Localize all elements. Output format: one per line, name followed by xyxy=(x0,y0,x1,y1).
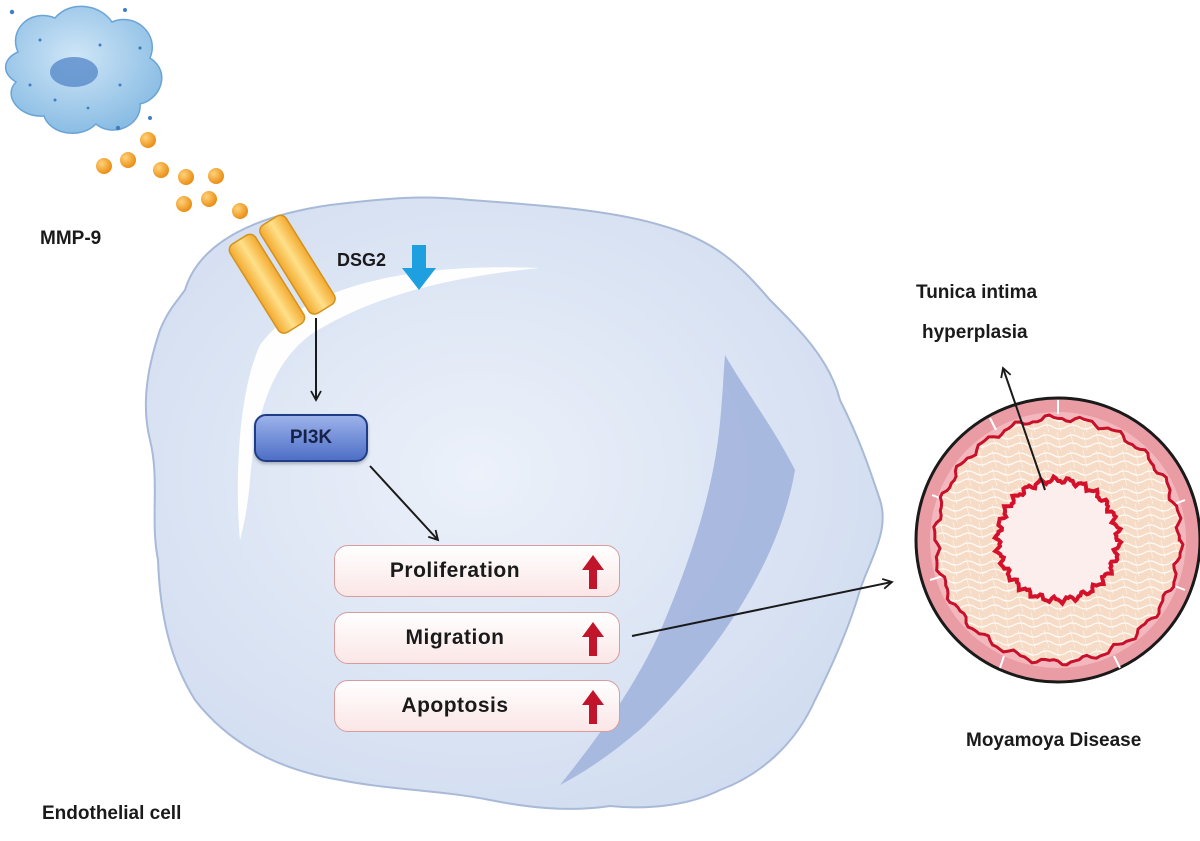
pi3k-label: PI3K xyxy=(289,427,333,448)
mmp9-particles xyxy=(96,132,248,219)
up-arrow-icon xyxy=(582,690,604,724)
tunica-intima-label-line1: Tunica intima xyxy=(916,282,1038,303)
nucleus-crescent xyxy=(560,355,795,785)
pi3k-node: PI3K xyxy=(254,414,368,462)
endothelial-cell-label: Endothelial cell xyxy=(42,803,182,824)
macrophage-cell xyxy=(5,5,163,134)
outcome-migration: Migration xyxy=(334,612,620,664)
arrow-pi3k-to-outcomes xyxy=(369,465,440,542)
moyamoya-disease-label: Moyamoya Disease xyxy=(966,730,1142,751)
outcome-apoptosis: Apoptosis xyxy=(334,680,620,732)
up-arrow-icon xyxy=(582,622,604,656)
vessel-cross-section xyxy=(914,366,1200,684)
up-arrow-icon xyxy=(582,555,604,589)
outcome-label: Proliferation xyxy=(389,559,521,582)
tunica-intima-label-line2: hyperplasia xyxy=(922,322,1028,343)
outcome-label: Apoptosis xyxy=(401,694,509,717)
dsg2-label: DSG2 xyxy=(337,250,387,270)
outcome-label: Migration xyxy=(405,626,505,649)
arrow-outcomes-to-vessel xyxy=(631,578,894,637)
dsg2-receptor xyxy=(228,214,336,334)
arrow-to-intima-label xyxy=(1000,366,1046,491)
outcome-proliferation: Proliferation xyxy=(334,545,620,597)
mmp9-label: MMP-9 xyxy=(40,228,102,249)
dsg2-down-arrow xyxy=(402,245,436,290)
